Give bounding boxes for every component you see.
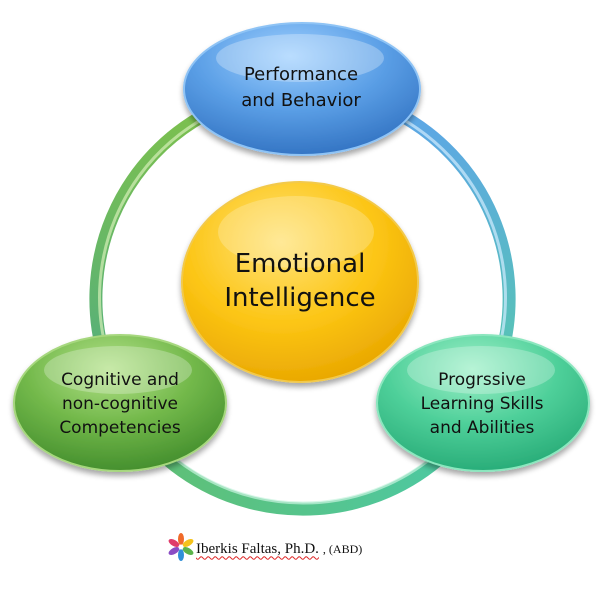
right-node-label: Progrssive Learning Skills and Abilities [420, 370, 544, 438]
author-credit: Iberkis Faltas, Ph.D. , (ABD) [166, 536, 362, 562]
left-node [13, 334, 227, 472]
center-node-label: Emotional Intelligence [224, 249, 376, 313]
author-suffix: , (ABD) [322, 541, 363, 556]
top-node [183, 22, 421, 156]
ring-segment-left [89, 105, 217, 367]
ring-segment-right [388, 105, 516, 367]
ring-segment-bottom [161, 453, 445, 516]
author-name: Iberkis Faltas, Ph.D. [196, 540, 319, 557]
top-node-label: Performance and Behavior [241, 64, 361, 111]
left-node-label: Cognitive and non-cognitive Competencies [59, 370, 181, 438]
flower-logo-icon [168, 533, 194, 561]
center-node [181, 181, 419, 383]
right-node [376, 334, 590, 472]
